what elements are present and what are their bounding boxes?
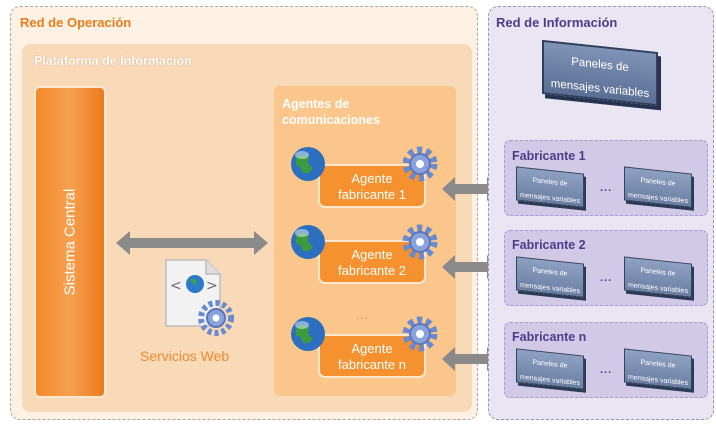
central-system-label-wrap: Sistema Central (36, 88, 104, 396)
double-arrow-icon (116, 231, 268, 255)
information-network-title: Red de Información (496, 15, 618, 30)
agents-title-line2: comunicaciones (282, 113, 380, 127)
gear-icon (402, 146, 438, 182)
manufacturer-n-ellipsis: ... (600, 364, 613, 376)
platform-title: Plataforma de Información (34, 54, 192, 68)
manufacturer-n-panel-a: Paneles de mensajes variables (516, 348, 584, 390)
agent-box-2: Agente fabricante 2 (318, 240, 426, 284)
manufacturer-2-ellipsis: ... (600, 272, 613, 284)
agent-1-line2: fabricante 1 (338, 187, 406, 202)
double-arrow-icon (442, 347, 500, 371)
manufacturer-1-panel-a: Paneles de mensajes variables (516, 166, 584, 208)
manufacturer-1-ellipsis: ... (600, 182, 613, 194)
manufacturer-2-title: Fabricante 2 (512, 238, 586, 252)
manufacturer-2-panel-b: Paneles de mensajes variables (624, 256, 692, 298)
web-services-label: Servicios Web (140, 348, 230, 364)
operation-network-title: Red de Operación (20, 15, 132, 30)
agent-2-line2: fabricante 2 (338, 263, 406, 278)
svg-text:<: < (170, 278, 182, 294)
svg-text:>: > (206, 278, 218, 294)
manufacturer-1-panel-b: Paneles de mensajes variables (624, 166, 692, 208)
manufacturer-2-panel-a: Paneles de mensajes variables (516, 256, 584, 298)
manufacturer-n-title: Fabricante n (512, 330, 587, 344)
gear-icon (198, 300, 234, 336)
web-document-icon: < > (165, 259, 234, 336)
manufacturer-1-title: Fabricante 1 (512, 149, 586, 163)
agent-2-line1: Agente (351, 247, 393, 262)
globe-icon (291, 147, 325, 181)
double-arrow-icon (442, 255, 500, 279)
agents-title-line1: Agentes de (282, 97, 350, 111)
gear-icon (402, 316, 438, 352)
agents-ellipsis: ... (356, 308, 370, 322)
central-system-block (36, 88, 104, 396)
central-system-label: Sistema Central (61, 188, 79, 296)
agent-n-line2: fabricante n (338, 357, 406, 372)
globe-icon (291, 317, 325, 351)
double-arrow-icon (442, 177, 500, 201)
agent-1-line1: Agente (351, 171, 393, 186)
gear-icon (402, 224, 438, 260)
manufacturer-n-panel-b: Paneles de mensajes variables (624, 348, 692, 390)
agent-n-line1: Agente (351, 341, 393, 356)
globe-icon (291, 225, 325, 259)
